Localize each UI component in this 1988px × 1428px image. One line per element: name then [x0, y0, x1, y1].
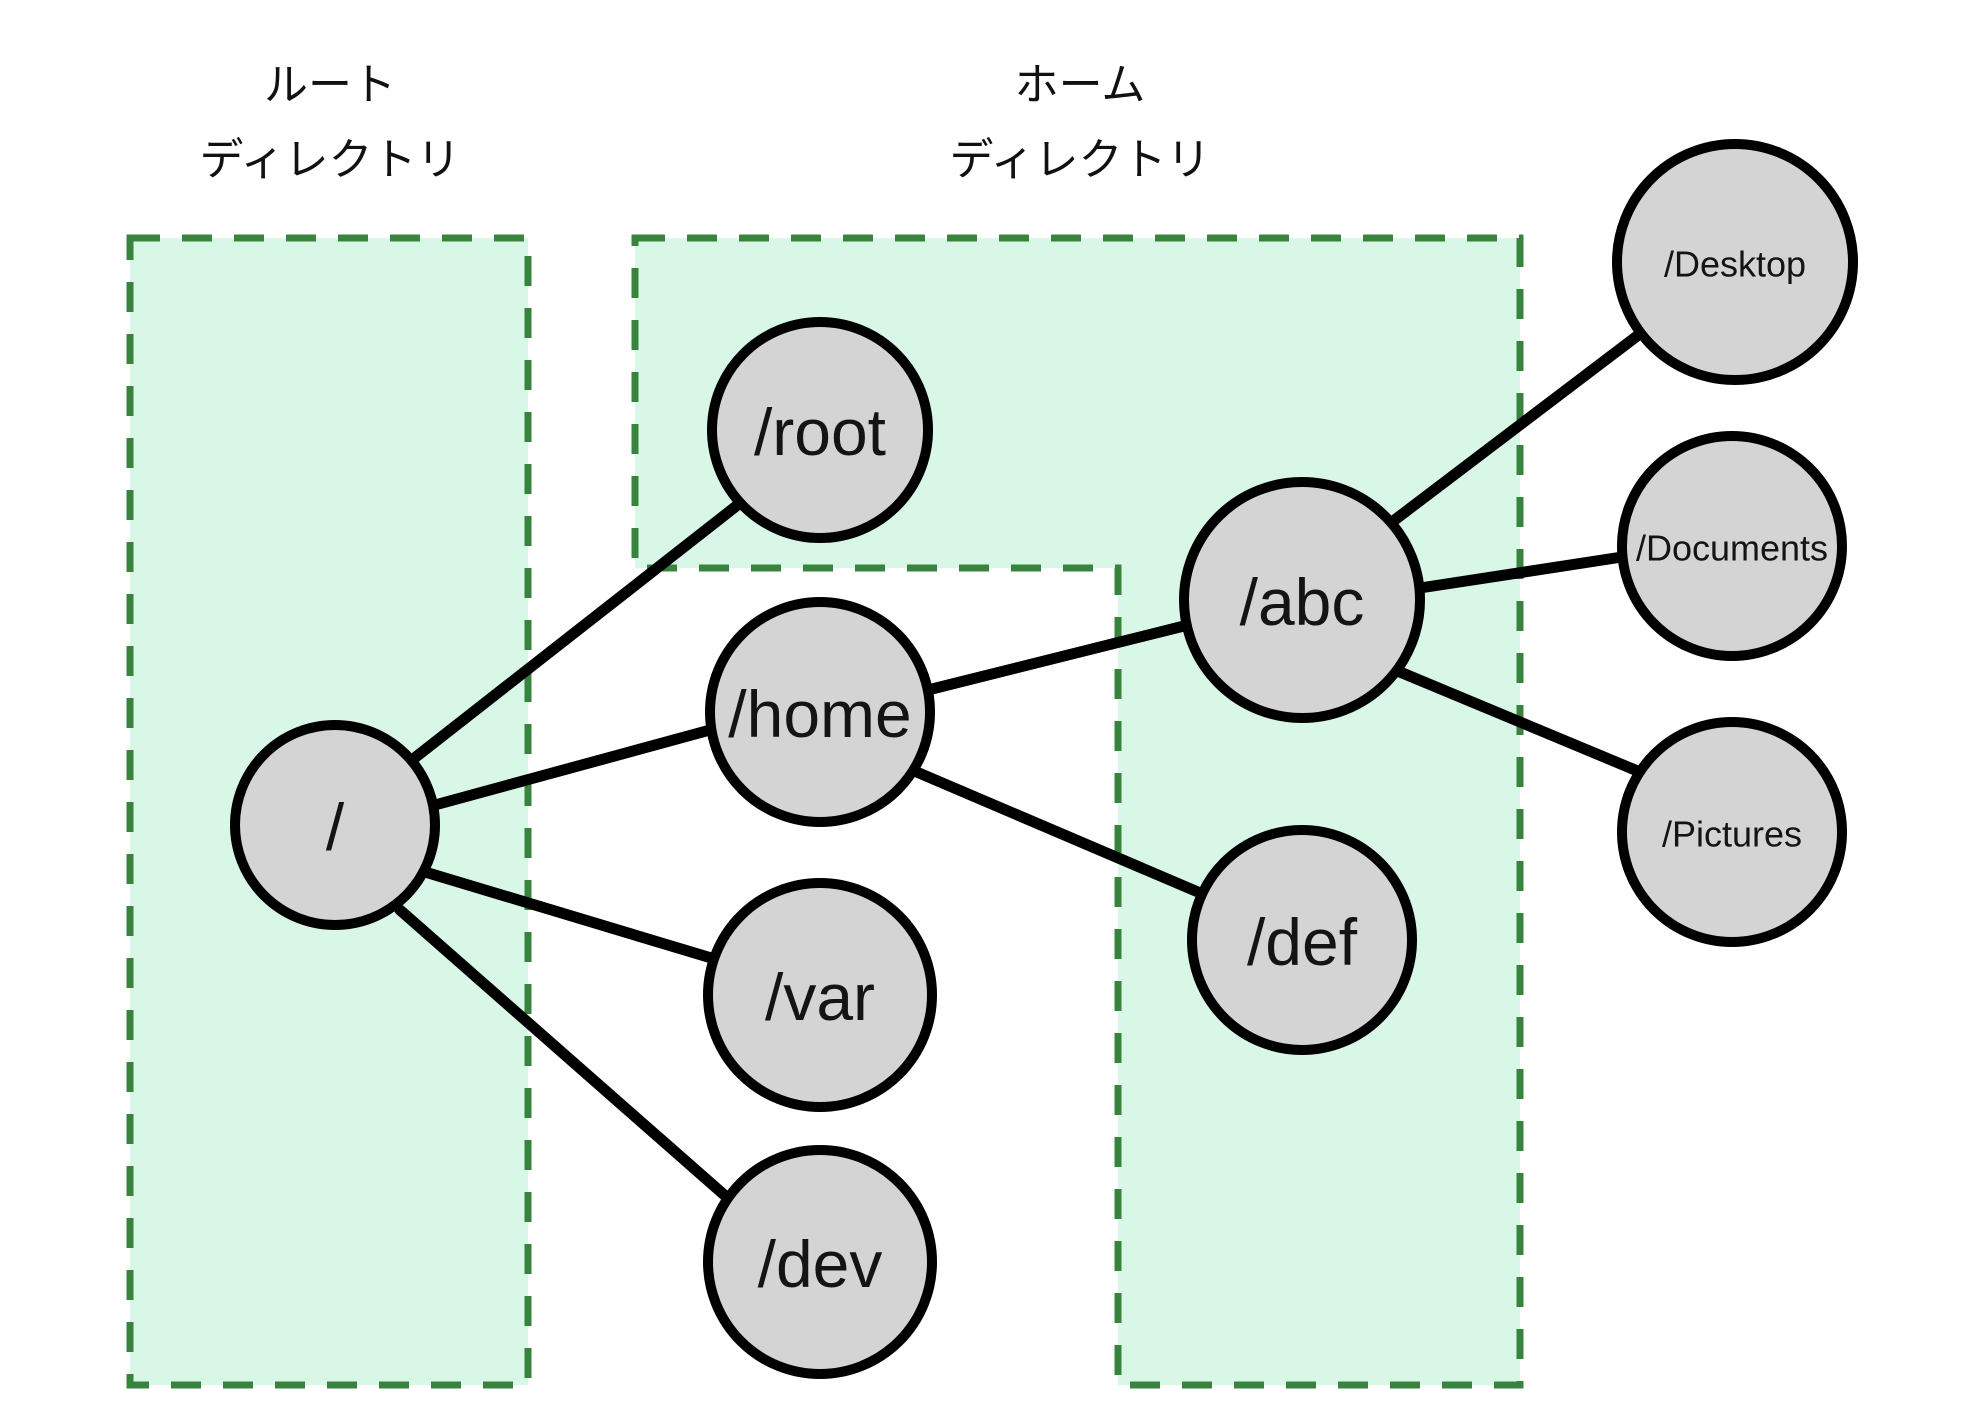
node-pictures-label: /Pictures: [1662, 814, 1802, 855]
node-documents-circle[interactable]: [1617, 431, 1847, 661]
node-abc[interactable]: /abc: [1179, 477, 1425, 723]
node-dev-label: /dev: [758, 1227, 883, 1301]
home-directory-region-title-line1: ホーム: [1015, 61, 1146, 110]
edge-home-to-def: [906, 764, 1211, 901]
node-root-label: /: [326, 790, 345, 864]
edge-abc-to-pictures: [1394, 666, 1646, 778]
node-root-circle[interactable]: [230, 720, 440, 930]
nodes-layer: / /root/home/var/dev/abc/def/Desktop/Docu…: [230, 139, 1858, 1379]
edge-abc-to-desktop: [1386, 324, 1651, 528]
edge-home-to-abc: [922, 619, 1194, 696]
node-def-label: /def: [1247, 905, 1358, 979]
edge-root-to-var: [419, 866, 724, 966]
edge-root-to-home: [429, 724, 716, 811]
node-abc-label: /abc: [1240, 565, 1365, 639]
node-documents-label: /Documents: [1636, 528, 1828, 569]
node-home-circle[interactable]: [705, 597, 935, 827]
node-documents[interactable]: /Documents: [1617, 431, 1847, 661]
node-def-circle[interactable]: [1187, 825, 1417, 1055]
node-abc-circle[interactable]: [1179, 477, 1425, 723]
edge-abc-to-documents: [1414, 551, 1628, 594]
node-root-dir-label: /root: [754, 395, 886, 469]
root-directory-region-title-line2: ディレクトリ: [200, 136, 461, 185]
node-desktop-circle[interactable]: [1612, 139, 1858, 385]
node-root-dir-circle[interactable]: [707, 317, 933, 543]
node-pictures-circle[interactable]: [1617, 717, 1847, 947]
node-def[interactable]: /def: [1187, 825, 1417, 1055]
node-desktop-label: /Desktop: [1664, 244, 1806, 285]
edge-root-to-dev: [394, 904, 736, 1206]
edge-root-to-rootdir: [406, 494, 750, 766]
node-root-dir[interactable]: /root: [707, 317, 933, 543]
edges-layer: [394, 324, 1651, 1206]
node-desktop[interactable]: /Desktop: [1612, 139, 1858, 385]
home-directory-region-title-line2: ディレクトリ: [950, 136, 1211, 185]
node-dev[interactable]: /dev: [703, 1145, 937, 1379]
node-home-label: /home: [728, 677, 911, 751]
node-var-circle[interactable]: [703, 878, 937, 1112]
node-var[interactable]: /var: [703, 878, 937, 1112]
node-pictures[interactable]: /Pictures: [1617, 717, 1847, 947]
root-directory-region-title-line1: ルート: [264, 61, 396, 110]
node-var-label: /var: [765, 960, 875, 1034]
node-home[interactable]: /home: [705, 597, 935, 827]
node-dev-circle[interactable]: [703, 1145, 937, 1379]
node-root[interactable]: /: [230, 720, 440, 930]
